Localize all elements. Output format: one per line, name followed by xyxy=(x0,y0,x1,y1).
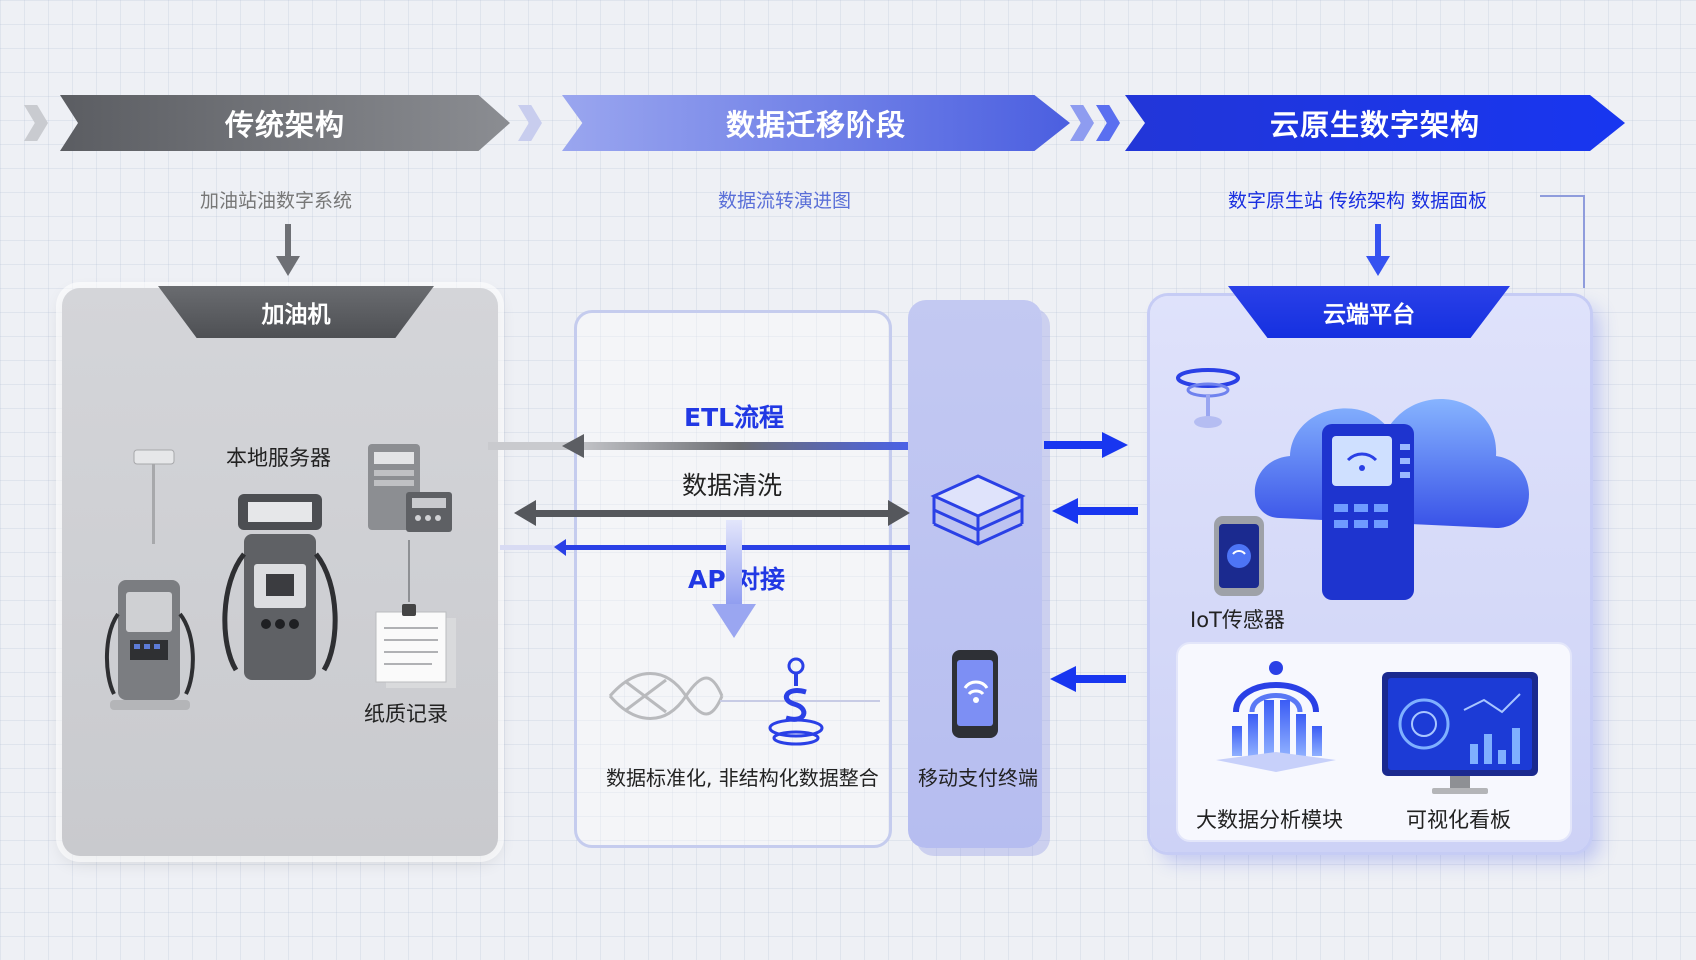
fuel-dispenser-tab: 加油机 xyxy=(158,286,434,338)
data-merge-icon xyxy=(608,672,724,720)
mobile-payment-icon xyxy=(952,650,998,738)
down-arrow-right xyxy=(1366,224,1390,276)
stage-cloud-native-subtitle: 数字原生站 传统架构 数据面板 xyxy=(1228,190,1488,212)
mobile-payment-label: 移动支付终端 xyxy=(918,766,1038,790)
stage-chevron-decor xyxy=(1096,105,1120,141)
data-clean-arrow xyxy=(514,500,910,526)
stage-migration: 数据迁移阶段 xyxy=(562,95,1070,151)
server-to-paper-connector xyxy=(408,540,410,602)
feedback-connector xyxy=(1540,195,1585,288)
stage-migration-title: 数据迁移阶段 xyxy=(725,108,906,142)
iot-sensor-label: IoT传感器 xyxy=(1190,608,1285,632)
data-layers-icon xyxy=(930,474,1026,546)
cloud-platform-tab-label: 云端平台 xyxy=(1323,302,1415,328)
dashboard-icon xyxy=(1382,672,1538,794)
stage-chevron-decor xyxy=(1070,105,1094,141)
data-clean-label: 数据清洗 xyxy=(682,471,783,500)
data-connector-line xyxy=(720,700,880,702)
sensor-post-icon xyxy=(133,449,175,544)
paper-record-icon xyxy=(375,604,456,688)
stage-cloud-native-title: 云原生数字架构 xyxy=(1269,108,1480,142)
bar-to-cloud-arrow xyxy=(1044,432,1128,458)
fuel-pump-large-icon xyxy=(222,494,338,680)
cloud-platform-tab: 云端平台 xyxy=(1228,286,1510,338)
stage-traditional-subtitle: 加油站油数字系统 xyxy=(200,190,353,212)
fuel-pump-small-icon xyxy=(105,580,195,710)
api-arrow xyxy=(500,539,910,556)
stage-chevron-decor xyxy=(24,105,48,141)
iot-sensor-icon xyxy=(1214,516,1264,596)
analytics-label: 大数据分析模块 xyxy=(1196,808,1343,832)
standardization-icon xyxy=(768,657,824,746)
server-icon xyxy=(368,444,452,532)
cloud-to-mobile-arrow xyxy=(1050,666,1126,692)
cloud-server-icon xyxy=(1254,398,1529,600)
stage-traditional: 传统架构 xyxy=(60,95,510,151)
migration-bar xyxy=(908,300,1042,848)
migration-down-arrow xyxy=(712,520,756,638)
standardization-label: 数据标准化, 非结构化数据整合 xyxy=(606,766,879,790)
etl-arrow xyxy=(488,434,908,458)
stage-chevron-decor xyxy=(518,105,542,141)
etl-label: ETL流程 xyxy=(684,403,785,432)
paper-record-label: 纸质记录 xyxy=(364,702,448,726)
cloud-to-bar-arrow xyxy=(1052,498,1138,524)
fuel-dispenser-tab-label: 加油机 xyxy=(261,302,331,328)
local-server-label: 本地服务器 xyxy=(226,446,331,470)
stage-traditional-title: 传统架构 xyxy=(224,108,345,142)
stage-cloud-native: 云原生数字架构 xyxy=(1125,95,1625,151)
analytics-icon xyxy=(1216,661,1336,772)
stage-migration-subtitle: 数据流转演进图 xyxy=(718,190,852,212)
down-arrow-left xyxy=(276,224,300,276)
dashboard-label: 可视化看板 xyxy=(1406,808,1511,832)
wireless-signal-icon xyxy=(1176,368,1240,428)
